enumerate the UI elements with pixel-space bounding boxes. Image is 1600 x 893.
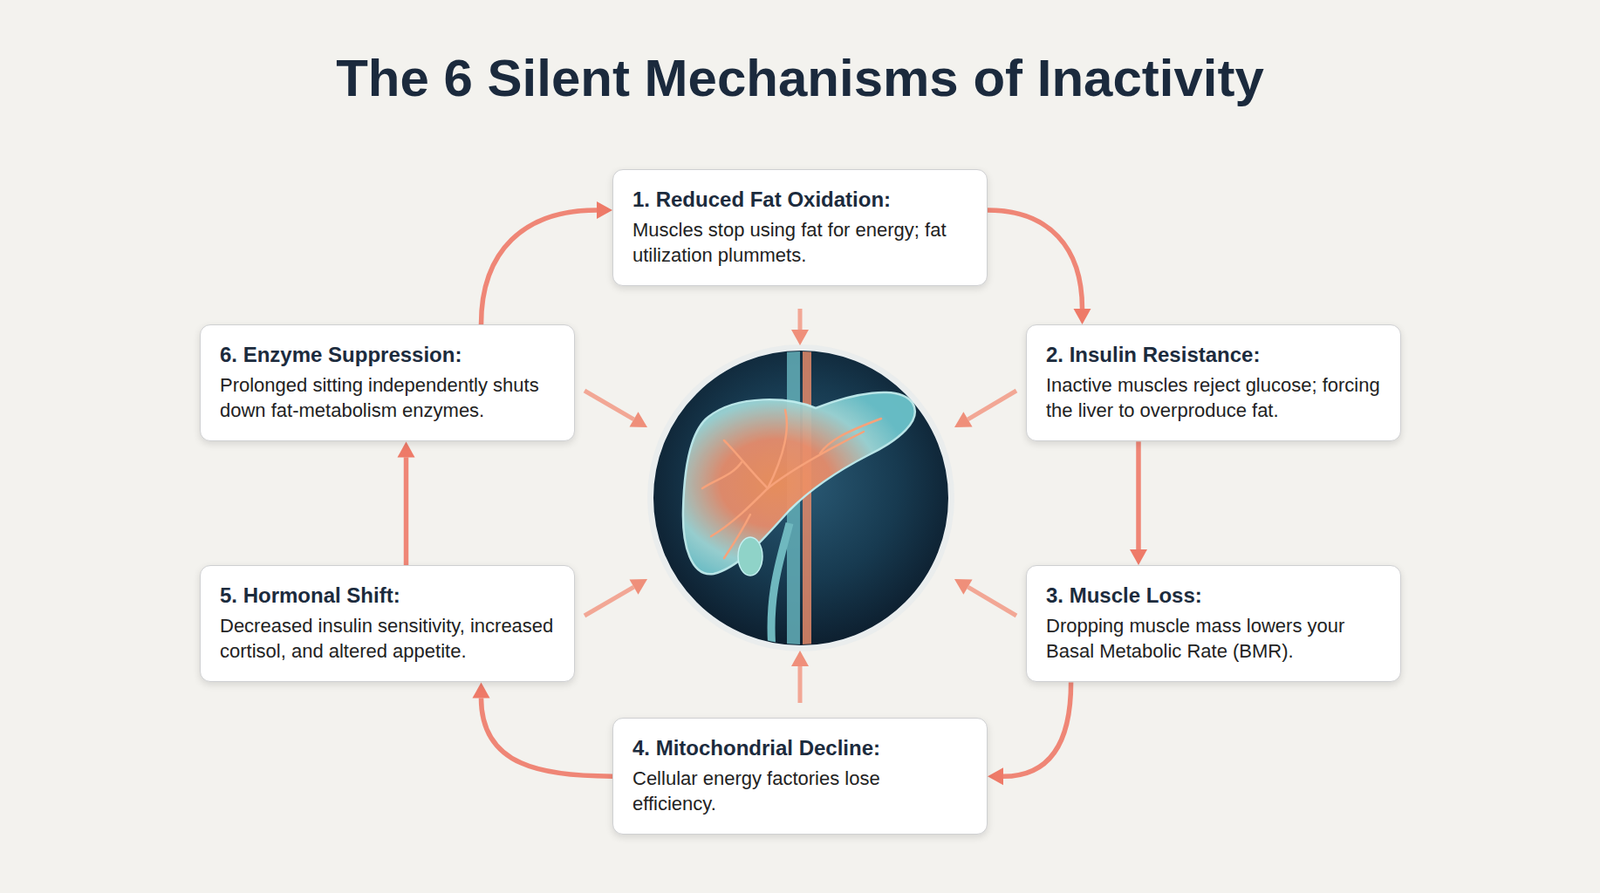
vein — [702, 462, 742, 489]
vein — [820, 418, 882, 454]
mechanism-box: 2. Insulin Resistance: Inactive muscles r… — [1025, 324, 1402, 442]
cycle-arrow — [987, 210, 1092, 325]
liver-shape — [683, 392, 916, 575]
arrow-head — [954, 579, 973, 595]
mechanism-box: 1. Reduced Fat Oxidation: Muscles stop us… — [612, 169, 988, 287]
cycle-arrow — [397, 441, 416, 566]
arrow-head — [791, 650, 809, 667]
node-heading: 5. Hormonal Shift: — [219, 581, 555, 609]
vein — [767, 431, 864, 489]
node-body: Muscles stop using fat for energy; fat u… — [632, 218, 968, 268]
arrow-head — [987, 767, 1004, 786]
vein — [724, 440, 768, 489]
node-body: Decreased insulin sensitivity, increased… — [219, 614, 555, 664]
inward-arrow — [798, 308, 803, 330]
diagram-title: The 6 Silent Mechanisms of Inactivity — [0, 47, 1600, 110]
mechanism-box: 5. Hormonal Shift: Decreased insulin sens… — [199, 565, 575, 683]
inward-arrow — [968, 587, 1018, 616]
inward-arrow — [968, 390, 1018, 420]
aorta — [802, 348, 812, 650]
cycle-arrow — [481, 201, 614, 325]
liver-veins — [702, 410, 882, 559]
gallbladder — [738, 537, 763, 576]
cycle-arrow — [472, 682, 614, 777]
cycle-arrow-line — [403, 457, 410, 566]
arrow-head — [954, 411, 973, 428]
portal-vein — [771, 523, 790, 650]
arrow-head — [596, 201, 613, 219]
arrow-head — [629, 579, 649, 595]
node-heading: 4. Mitochondrial Decline: — [632, 734, 968, 762]
cycle-arrow-line — [481, 210, 598, 325]
inward-arrow — [584, 587, 635, 616]
arrow-head — [629, 411, 649, 428]
arrow-head — [397, 441, 416, 458]
cycle-arrow — [987, 682, 1072, 786]
vein — [711, 488, 768, 537]
arrow-head — [1073, 308, 1092, 325]
cycle-arrow-line — [481, 697, 614, 777]
vein — [767, 410, 787, 489]
inward-arrows — [584, 308, 1017, 704]
cycle-arrow — [1129, 441, 1148, 566]
node-heading: 2. Insulin Resistance: — [1046, 341, 1382, 369]
arrow-head — [791, 329, 809, 346]
cycle-arrow-line — [1003, 682, 1072, 777]
illustration-circle — [652, 349, 950, 647]
cycle-arrow-line — [1135, 441, 1142, 550]
node-heading: 6. Enzyme Suppression: — [219, 341, 555, 369]
arrow-head — [472, 682, 491, 698]
node-body: Cellular energy factories lose efficienc… — [632, 766, 968, 817]
cycle-arrow-line — [987, 210, 1083, 309]
arrow-head — [1129, 549, 1148, 566]
node-heading: 1. Reduced Fat Oxidation: — [632, 185, 968, 213]
node-body: Prolonged sitting independently shuts do… — [219, 373, 555, 424]
mechanism-box: 6. Enzyme Suppression: Prolonged sitting … — [199, 324, 575, 442]
inward-arrow — [584, 390, 635, 420]
mechanism-box: 4. Mitochondrial Decline: Cellular energy… — [612, 717, 988, 835]
node-body: Dropping muscle mass lowers your Basal M… — [1046, 614, 1382, 664]
mechanism-box: 3. Muscle Loss: Dropping muscle mass lowe… — [1025, 565, 1402, 683]
circle-halo — [647, 344, 955, 652]
inward-arrow — [798, 666, 803, 704]
node-heading: 3. Muscle Loss: — [1046, 581, 1382, 609]
node-body: Inactive muscles reject glucose; forcing… — [1046, 373, 1382, 424]
